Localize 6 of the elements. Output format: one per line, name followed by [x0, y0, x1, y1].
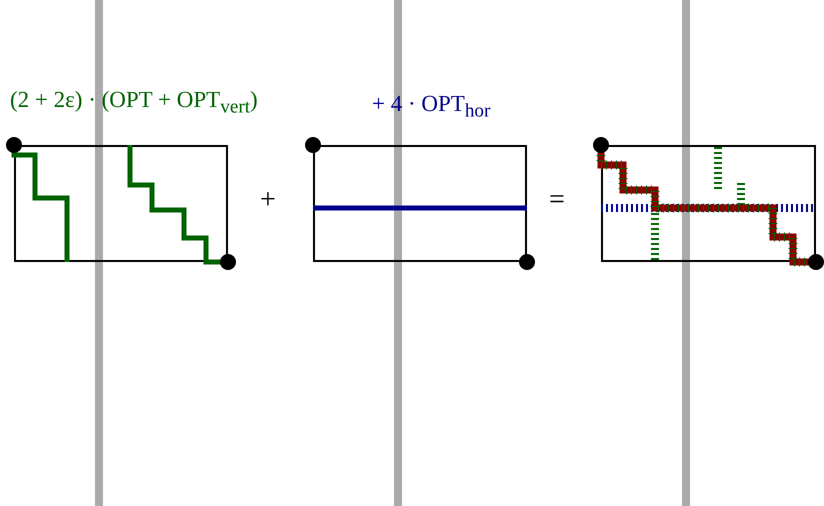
formula-text: + 4 · OPT$_{hor}$: [372, 92, 490, 121]
rectangle-box: [313, 145, 527, 262]
formula-text: (2 + 2ε) · (OPT + OPT$_{vert}$): [10, 88, 258, 117]
plus-sign: +: [260, 186, 276, 214]
equals-sign: =: [549, 186, 565, 214]
rectangle-box: [14, 145, 228, 262]
